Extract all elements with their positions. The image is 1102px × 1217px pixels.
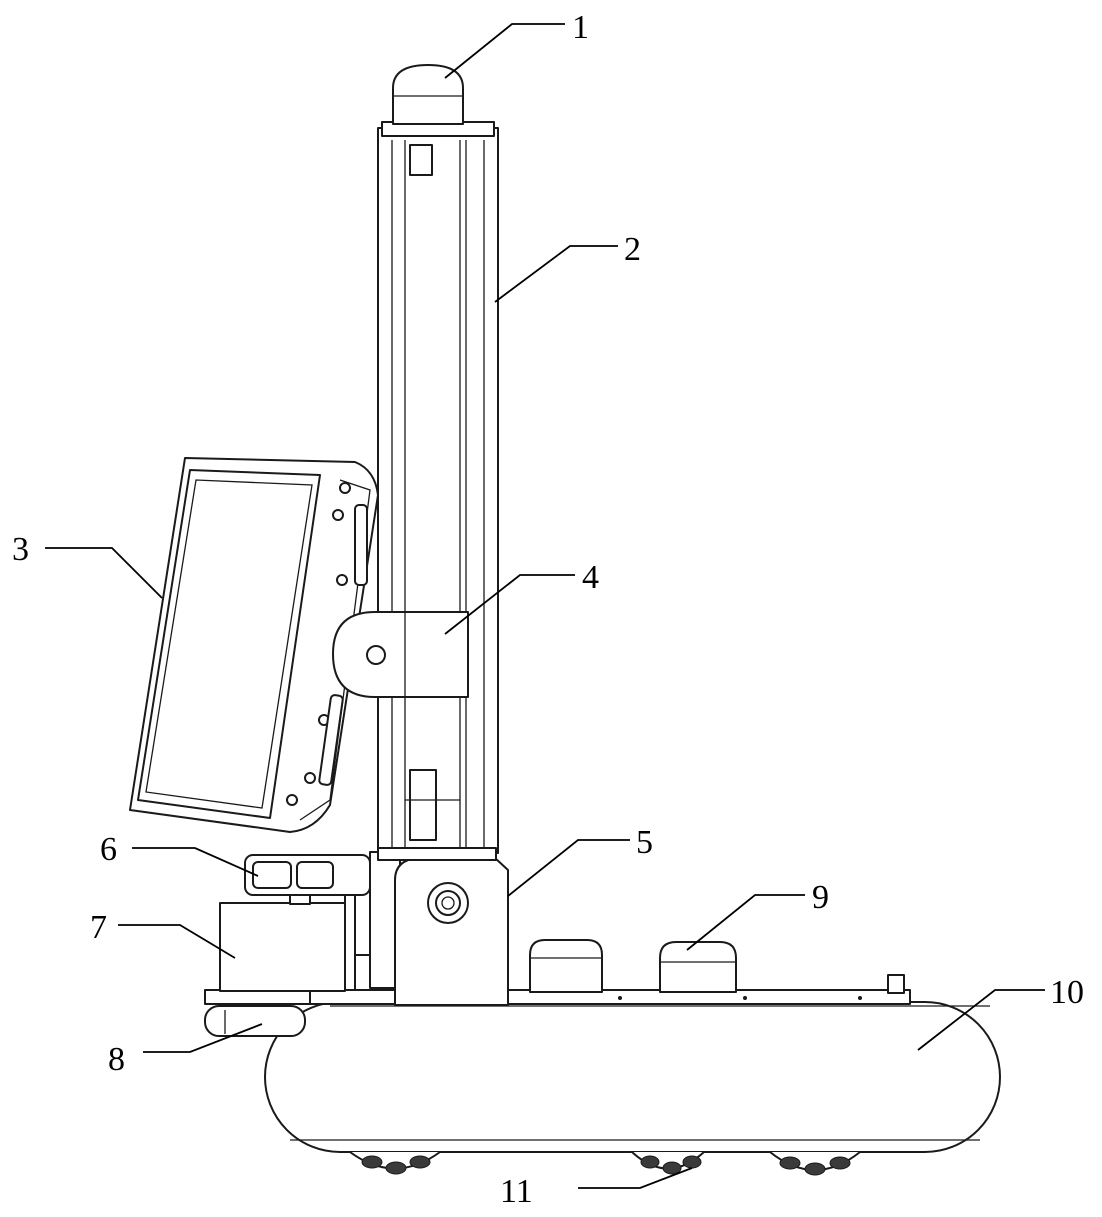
column: [377, 121, 499, 854]
callout-9: 9: [812, 879, 829, 916]
omni-wheels: [349, 1151, 861, 1176]
omni-wheel-right: [769, 1151, 861, 1176]
leader-8: [143, 1023, 263, 1053]
callout-7: 7: [90, 909, 107, 946]
leader-5: [507, 839, 630, 897]
callout-10: 10: [1050, 974, 1084, 1011]
leader-10: [917, 989, 1045, 1051]
sensor-right: [659, 941, 737, 993]
leader-3: [45, 547, 163, 599]
callout-6: 6: [100, 831, 117, 868]
chassis-base: [264, 1001, 1001, 1153]
leader-4: [444, 574, 575, 635]
callout-3: 3: [12, 531, 29, 568]
hinge-bracket: [332, 611, 469, 698]
leader-1: [444, 23, 565, 79]
leader-7: [118, 924, 236, 959]
omni-wheel-middle: [631, 1151, 705, 1175]
top-cap: [392, 64, 464, 125]
box-module: [219, 887, 394, 992]
bottom-roller: [204, 989, 311, 1037]
callout-5: 5: [636, 824, 653, 861]
leader-2: [494, 245, 618, 303]
leader-6: [132, 847, 259, 877]
callout-11: 11: [500, 1173, 533, 1210]
column-base: [377, 847, 509, 1006]
leader-lines: [45, 23, 1045, 1189]
leader-11: [578, 1167, 693, 1189]
screen: [129, 457, 379, 833]
callout-1: 1: [572, 9, 589, 46]
callout-2: 2: [624, 231, 641, 268]
omni-wheel-left: [349, 1151, 441, 1175]
sensor-left: [529, 939, 603, 993]
callout-4: 4: [582, 559, 599, 596]
callout-numbers: 1 2 3 4 5 6 7 8 9 10 11: [12, 9, 1084, 1210]
callout-8: 8: [108, 1041, 125, 1078]
screen-bracket-holes: [286, 482, 368, 806]
leader-9: [686, 894, 805, 951]
